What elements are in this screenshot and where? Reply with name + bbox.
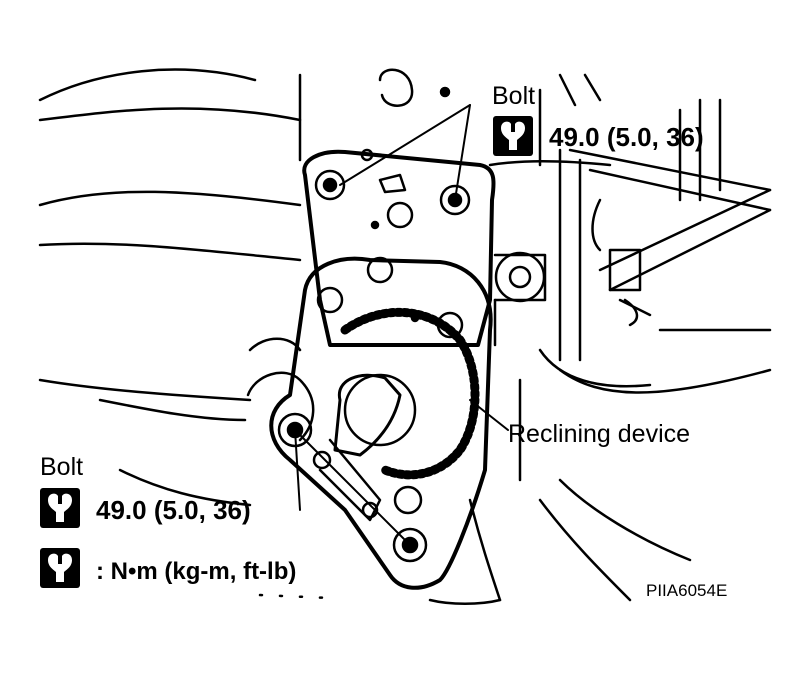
- bolt-top-label: Bolt: [492, 82, 536, 110]
- torque-wrench-icon: [493, 116, 533, 156]
- bolt-bottom-label: Bolt: [40, 453, 84, 481]
- figure-code: PIIA6054E: [646, 581, 728, 600]
- bolt-bottom-torque: 49.0 (5.0, 36): [96, 495, 251, 525]
- torque-wrench-icon: [40, 548, 80, 588]
- torque-unit-legend: : N•m (kg-m, ft-lb): [96, 558, 297, 585]
- torque-wrench-icon: [40, 488, 80, 528]
- bolt-top-torque: 49.0 (5.0, 36): [549, 122, 704, 152]
- reclining-device-label: Reclining device: [508, 420, 691, 448]
